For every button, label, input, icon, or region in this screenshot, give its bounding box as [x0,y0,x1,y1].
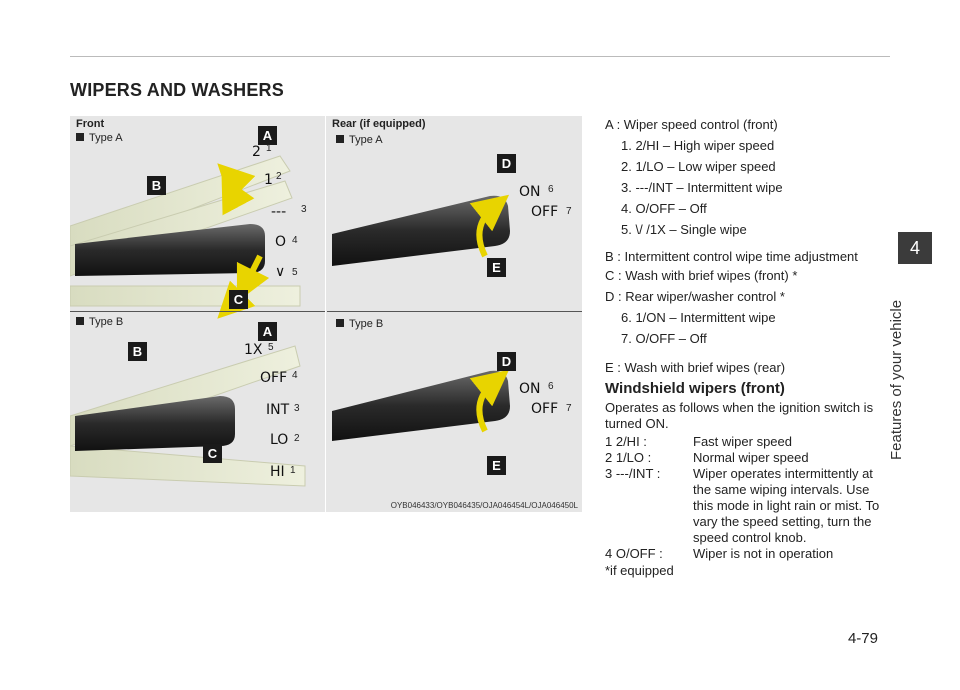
def-key-2: 2 1/LO : [605,450,693,466]
front-b-mark-5: HI [270,464,285,480]
figure-divider-rear [327,311,582,312]
front-a-num-5: 5 [292,267,298,278]
tag-e-rear-a: E [487,258,506,277]
front-b-num-5: 1 [290,465,296,476]
wiper-illustration: Front Type A Type B Rear (if equipped) T… [70,116,582,512]
rear-b-mark-off: OFF [531,401,558,417]
item-d-heading: D : Rear wiper/washer control * [605,286,890,307]
rear-a-num-7: 7 [566,206,572,217]
tag-b-front-a: B [147,176,166,195]
windshield-intro: Operates as follows when the ignition sw… [605,400,890,432]
tag-c-front-b: C [203,444,222,463]
item-d-7: 7. O/OFF – Off [605,328,890,349]
rear-b-mark-on: ON [519,381,541,397]
description-column: A : Wiper speed control (front) 1. 2/HI … [605,114,890,580]
front-a-mark-5: ∨ [275,264,285,280]
wiper-mode-definitions: 1 2/HI : Fast wiper speed 2 1/LO : Norma… [605,434,890,562]
def-key-3: 3 ---/INT : [605,466,693,546]
figure-divider-vertical [325,116,326,512]
rear-a-mark-on: ON [519,184,541,200]
def-val-4: Wiper is not in operation [693,546,890,562]
front-b-num-3: 3 [294,403,300,414]
def-val-3: Wiper operates intermittently at the sam… [693,466,890,546]
front-label: Front [76,118,104,130]
tag-e-rear-b: E [487,456,506,475]
top-rule [70,56,890,57]
rear-a-mark-off: OFF [531,204,558,220]
front-type-a-label: Type A [76,132,123,144]
page-number: 4-79 [848,630,878,647]
rear-type-b-label: Type B [336,318,383,330]
footnote: *if equipped [605,562,890,580]
item-e-heading: E : Wash with brief wipes (rear) [605,357,890,378]
item-b-heading: B : Intermittent control wipe time adjus… [605,248,890,265]
def-key-4: 4 O/OFF : [605,546,693,562]
tag-c-front-a: C [229,290,248,309]
front-a-mark-1: 2 [252,144,261,160]
front-b-mark-2: OFF [260,370,287,386]
front-type-b-label: Type B [76,316,123,328]
item-d-6: 6. 1/ON – Intermittent wipe [605,307,890,328]
front-a-num-4: 4 [292,235,298,246]
tag-d-rear-a: D [497,154,516,173]
item-a-3: 3. ---/INT – Intermittent wipe [605,177,890,198]
front-b-num-2: 4 [292,370,298,381]
item-a-1: 1. 2/HI – High wiper speed [605,135,890,156]
front-a-mark-2: 1 [264,172,273,188]
windshield-subtitle: Windshield wipers (front) [605,378,890,400]
rear-a-num-6: 6 [548,184,554,195]
front-b-mark-4: LO [270,432,288,448]
front-a-mark-4: O [275,234,286,250]
def-key-1: 1 2/HI : [605,434,693,450]
figure-divider-front [70,311,325,312]
rear-label: Rear (if equipped) [332,118,426,130]
chapter-title-vertical: Features of your vehicle [888,300,905,460]
front-b-num-4: 2 [294,433,300,444]
section-title: WIPERS AND WASHERS [70,80,284,101]
item-a-4: 4. O/OFF – Off [605,198,890,219]
front-b-mark-3: INT [266,402,289,418]
def-val-1: Fast wiper speed [693,434,890,450]
rear-b-num-6: 6 [548,381,554,392]
front-a-num-2: 2 [276,171,282,182]
def-val-2: Normal wiper speed [693,450,890,466]
figure-code: OYB046433/OYB046435/OJA046454L/OJA046450… [391,501,578,510]
item-a-heading: A : Wiper speed control (front) [605,114,890,135]
rear-b-num-7: 7 [566,403,572,414]
front-b-num-1: 5 [268,342,274,353]
front-a-num-1: 1 [266,143,272,154]
rear-type-a-label: Type A [336,134,383,146]
tag-a-front-b: A [258,322,277,341]
tag-d-rear-b: D [497,352,516,371]
front-b-mark-1: 1X [244,342,263,358]
item-c-heading: C : Wash with brief wipes (front) * [605,265,890,286]
front-a-mark-3: --- [271,204,286,220]
item-a-5: 5. \/ /1X – Single wipe [605,219,890,240]
item-a-2: 2. 1/LO – Low wiper speed [605,156,890,177]
front-a-num-3: 3 [301,204,307,215]
tag-b-front-b: B [128,342,147,361]
chapter-tab: 4 [898,232,932,264]
